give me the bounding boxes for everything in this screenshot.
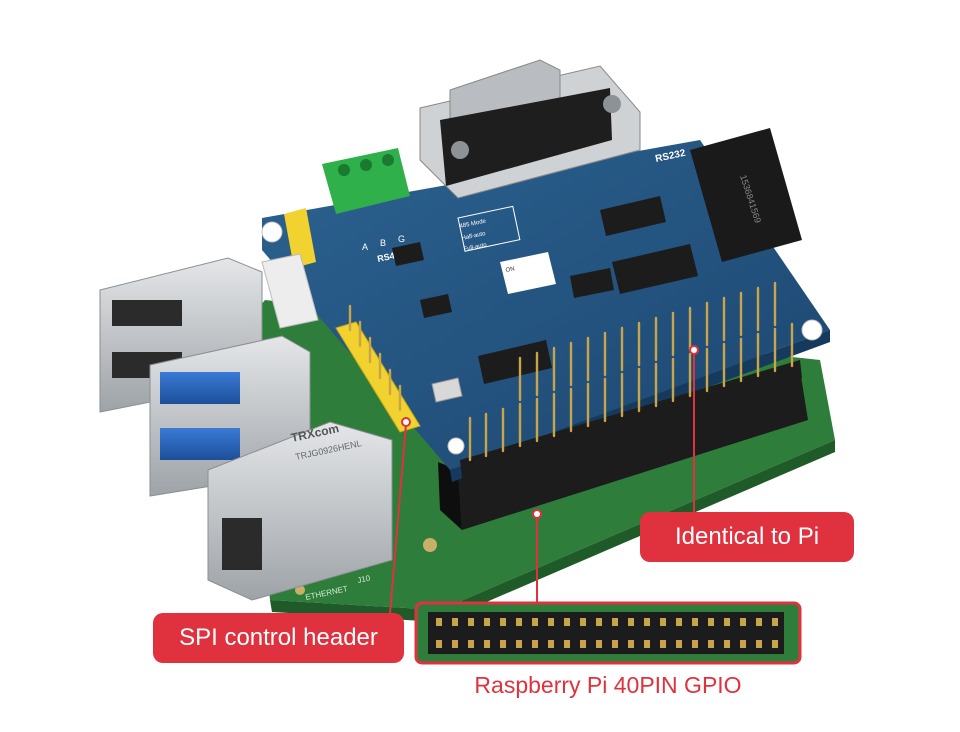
mode-row-full: Full-auto [463,242,488,253]
mode-table-title: 485 Mode [459,218,487,230]
ic-chip [570,268,614,298]
mode-table: 485 Mode Half-auto Full-auto [457,205,521,253]
callout-lines [389,352,695,615]
screw-terminal [322,148,410,214]
terminal-letter-b: B [380,238,386,248]
crystal [431,377,463,403]
jumper-header [284,208,316,268]
gpio-inset [414,601,802,665]
dip-switch-on: ON [505,266,515,274]
gpio-pin-row-bottom [428,640,784,648]
spi-control-header-label: SPI control header [153,613,404,663]
ic-chip [478,340,552,384]
gpio-pin-row-top [428,618,784,626]
mode-row-half: Half-auto [461,231,487,242]
rs485-rs232-hat-pcb [262,140,830,470]
hat-gpio-pins [460,281,802,478]
spi-control-header [335,304,421,433]
callout-dots [401,345,699,519]
db9-connector [419,59,641,199]
ic-chip [612,244,698,294]
terminal-letter-a: A [362,242,368,252]
side-module [690,128,802,262]
terminal-letter-g: G [398,234,405,244]
j10-silkscreen: J10 [357,573,372,585]
ic-chip [420,294,452,318]
gpio-caption: Raspberry Pi 40PIN GPIO [474,672,742,698]
ic-chip [600,196,666,236]
identical-to-pi-label: Identical to Pi [640,512,854,562]
ic-chip [392,242,424,266]
stacking-header [458,370,808,530]
dip-switch: ON [500,252,556,294]
